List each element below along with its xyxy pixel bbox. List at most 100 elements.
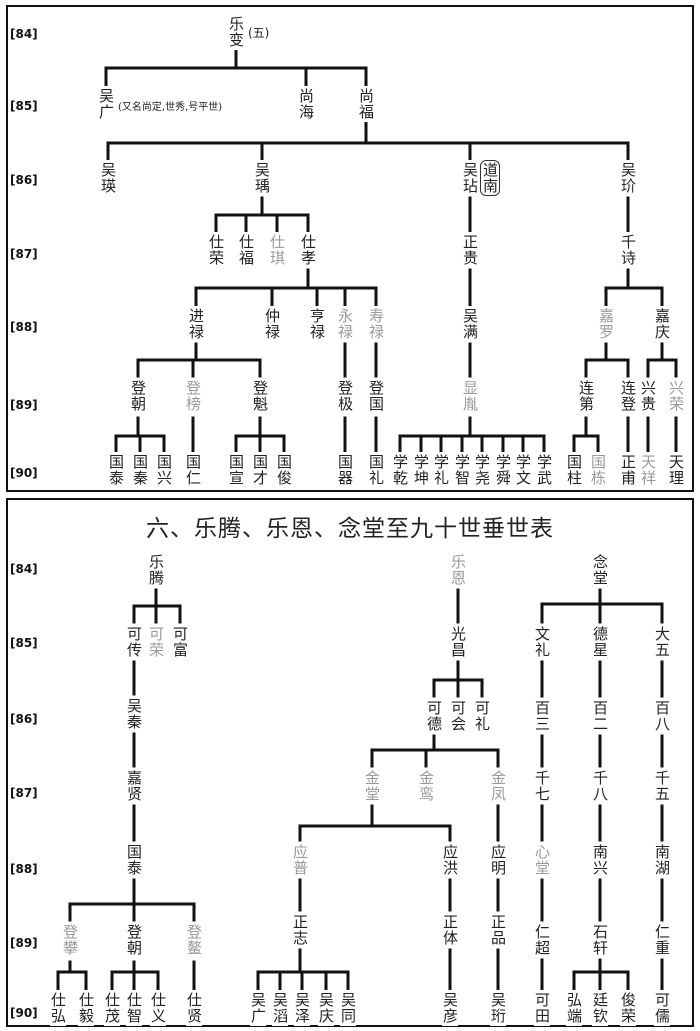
person-node: 千五 xyxy=(653,768,671,804)
person-node: 登鳌 xyxy=(185,922,203,958)
person-node: 应明 xyxy=(489,842,507,878)
person-node: 百三 xyxy=(533,698,551,734)
person-node: 千诗 xyxy=(619,232,637,268)
person-node: 念堂 xyxy=(591,552,609,588)
generation-label-87: [87] xyxy=(10,786,38,800)
person-node: 学文 xyxy=(514,452,532,488)
person-node: 可荣 xyxy=(147,624,165,660)
person-node: 国礼 xyxy=(367,452,385,488)
person-node: 南兴 xyxy=(591,842,609,878)
person-node: 正志 xyxy=(291,912,309,948)
generation-label-85: [85] xyxy=(10,99,38,113)
person-node: 尚海 xyxy=(297,86,315,122)
person-node: 兴贵 xyxy=(639,378,657,414)
courtesy-name-box: 道南 xyxy=(480,160,500,196)
person-node: 吴瑀 xyxy=(253,160,271,196)
person-node: 千七 xyxy=(533,768,551,804)
person-node: 显胤 xyxy=(461,378,479,414)
person-node: 亨禄 xyxy=(308,306,326,342)
person-node: 正贵 xyxy=(461,232,479,268)
person-node: 可会 xyxy=(449,698,467,734)
table-title: 六、乐腾、乐恩、念堂至九十世垂世表 xyxy=(146,516,554,542)
person-node: 尚福 xyxy=(357,86,375,122)
person-node: 心堂 xyxy=(533,842,551,878)
ancestor-note: (五) xyxy=(248,24,270,41)
person-node: 国秦 xyxy=(131,452,149,488)
person-node: 兴荣 xyxy=(667,378,685,414)
person-node: 嘉庆 xyxy=(653,306,671,342)
person-node: 吴彦 xyxy=(441,990,459,1026)
person-node: 仕智 xyxy=(125,990,143,1026)
person-node: 学尧 xyxy=(473,452,491,488)
person-node: 学舜 xyxy=(494,452,512,488)
person-node: 正品 xyxy=(489,912,507,948)
person-node: 俊荣 xyxy=(619,990,637,1026)
person-node: 国才 xyxy=(251,452,269,488)
person-node: 仕毅 xyxy=(77,990,95,1026)
person-node: 国泰 xyxy=(125,842,143,878)
person-node: 学乾 xyxy=(391,452,409,488)
person-node: 国仁 xyxy=(184,452,202,488)
person-node: 吴同 xyxy=(339,990,357,1026)
person-node: 吴满 xyxy=(461,306,479,342)
person-node: 仲禄 xyxy=(263,306,281,342)
person-node: 吴秦 xyxy=(125,696,143,732)
person-node: 国宣 xyxy=(227,452,245,488)
person-node: 登榜 xyxy=(184,378,202,414)
person-node: 吴滔 xyxy=(271,990,289,1026)
generation-label-90: [90] xyxy=(10,466,38,480)
person-node: 国兴 xyxy=(155,452,173,488)
person-node: 登朝 xyxy=(129,378,147,414)
person-node: 登攀 xyxy=(61,922,79,958)
person-node: 可儒 xyxy=(653,990,671,1026)
generation-label-88: [88] xyxy=(10,862,38,876)
person-node: 天理 xyxy=(667,452,685,488)
person-node: 可德 xyxy=(425,698,443,734)
person-node: 金堂 xyxy=(363,768,381,804)
person-node: 千八 xyxy=(591,768,609,804)
person-node: 国柱 xyxy=(565,452,583,488)
person-node: 吴珩 xyxy=(489,990,507,1026)
person-node: 可礼 xyxy=(473,698,491,734)
alias-note: (又名尚定,世秀,号平世) xyxy=(118,98,223,113)
person-node: 金鸾 xyxy=(417,768,435,804)
generation-label-87: [87] xyxy=(10,247,38,261)
generation-label-84: [84] xyxy=(10,562,38,576)
person-node: 吴广 xyxy=(249,990,267,1026)
person-node: 吴玷 xyxy=(461,160,479,196)
person-node: 乐恩 xyxy=(449,552,467,588)
person-node: 应普 xyxy=(291,842,309,878)
person-node: 吴泽 xyxy=(293,990,311,1026)
person-node: 德星 xyxy=(591,624,609,660)
person-node: 金凤 xyxy=(489,768,507,804)
person-node: 登魁 xyxy=(251,378,269,414)
person-node: 仕荣 xyxy=(207,232,225,268)
person-node: 仕琪 xyxy=(268,232,286,268)
person-node: 嘉罗 xyxy=(597,306,615,342)
person-node: 百二 xyxy=(591,698,609,734)
person-node: 永禄 xyxy=(336,306,354,342)
person-node: 可富 xyxy=(171,624,189,660)
person-node: 天祥 xyxy=(639,452,657,488)
person-node: 吴庆 xyxy=(317,990,335,1026)
person-node: 文礼 xyxy=(533,624,551,660)
person-node: 连登 xyxy=(619,378,637,414)
generation-label-89: [89] xyxy=(10,398,38,412)
person-node: 仕孝 xyxy=(299,232,317,268)
person-node: 百八 xyxy=(653,698,671,734)
person-node: 寿禄 xyxy=(367,306,385,342)
person-node: 国泰 xyxy=(107,452,125,488)
person-node: 南湖 xyxy=(653,842,671,878)
generation-label-86: [86] xyxy=(10,712,38,726)
person-node: 学智 xyxy=(453,452,471,488)
person-node: 仕弘 xyxy=(49,990,67,1026)
person-node: 仁超 xyxy=(533,922,551,958)
person-node: 仕义 xyxy=(149,990,167,1026)
person-node: 进禄 xyxy=(187,306,205,342)
person-node: 石轩 xyxy=(591,922,609,958)
person-node: 可传 xyxy=(125,624,143,660)
person-node: 仁重 xyxy=(653,922,671,958)
person-node: 国器 xyxy=(336,452,354,488)
person-node: 吴广 xyxy=(97,86,115,122)
